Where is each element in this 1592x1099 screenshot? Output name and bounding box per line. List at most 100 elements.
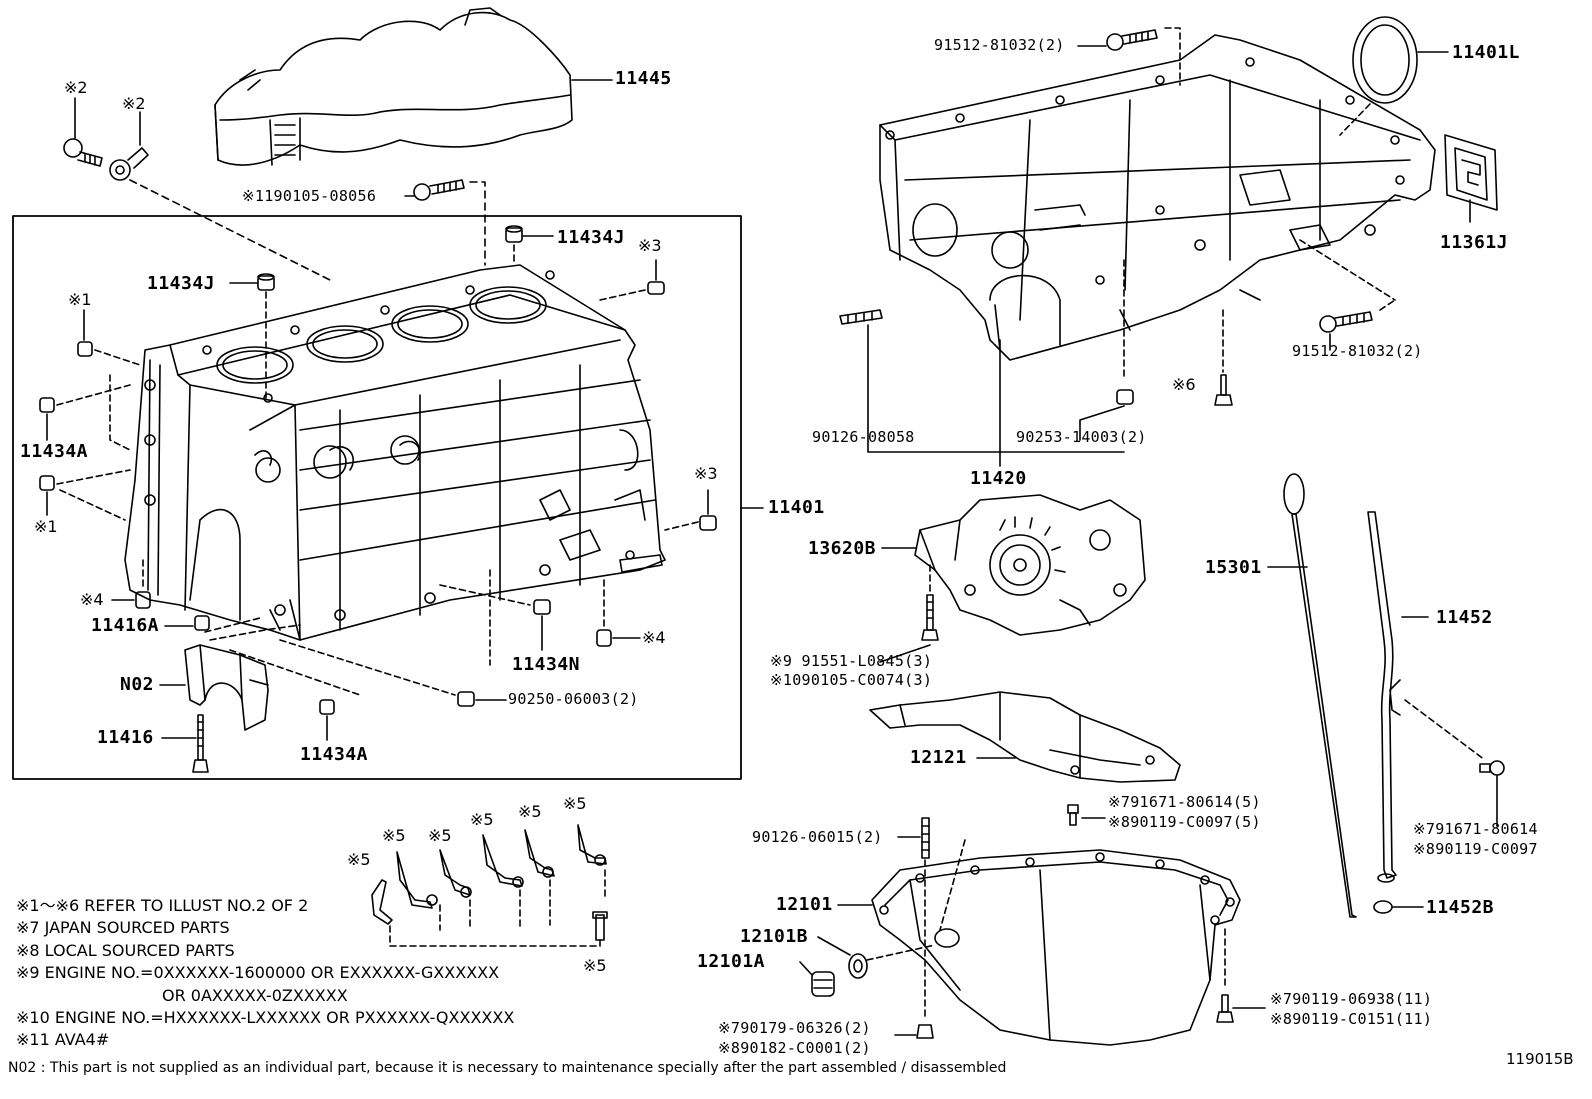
label-11401: 11401 [768,497,825,518]
label-11452B: 11452B [1426,897,1495,918]
pin-mark3-right [699,515,717,531]
bolt-mark7-pan-11 [1216,994,1234,1023]
label-11416: 11416 [97,727,154,748]
crankcase-11420 [879,34,1436,361]
bolt-mark2 [63,138,103,167]
footnote-N02: N02 : This part is not supplied as an in… [8,1060,1007,1076]
label-11361J: 11361J [1440,232,1509,253]
label-mark6: ※6 [1172,375,1196,394]
drain-plug-12101A [811,971,835,997]
clip-mark2 [109,147,149,181]
pin-11434N [533,599,551,615]
label-11401L: 11401L [1452,42,1521,63]
label-bolt-mark8-11: ※890119-C0151(11) [1270,1010,1433,1028]
note-11: ※11 AVA4# [16,1030,110,1049]
label-bolt-mark8-guide: ※890119-C0097 [1413,840,1538,858]
bolt-mark6 [1214,374,1233,406]
label-mark5-2: ※5 [382,826,406,845]
label-90253: 90253-14003(2) [1016,428,1147,446]
label-mark1-top: ※1 [68,290,92,309]
pin-mark3-top [647,281,665,295]
label-mark5-3: ※5 [428,826,452,845]
note-9: ※9 ENGINE NO.=0XXXXXX-1600000 OR EXXXXXX… [16,963,500,982]
pin-mark4-left [135,591,151,609]
label-11420: 11420 [970,468,1027,489]
label-mark5-7: ※5 [583,956,607,975]
label-11434J-left: 11434J [147,273,216,294]
drain-gasket-12101B [848,953,868,979]
oil-pan-12101 [871,849,1241,1046]
leader-mark2 [74,97,141,146]
note-10: ※10 ENGINE NO.=HXXXXXX-LXXXXXX OR PXXXXX… [16,1008,515,1027]
label-mark4-right: ※4 [642,628,666,647]
label-mark3-right: ※3 [694,464,718,483]
bolt-mark7-pan-2 [916,1024,934,1039]
pin-11416A [194,615,210,631]
label-bolt-mark7-2: ※790179-06326(2) [718,1019,871,1037]
pin-11434A-left [39,397,55,413]
label-mark5-6: ※5 [563,794,587,813]
stud-90126-06015 [921,817,930,859]
label-mark4-left: ※4 [80,590,104,609]
clips-mark5 [371,824,608,941]
baffle-plate-12121 [869,691,1181,783]
leader-11420-bracket [867,324,1125,453]
label-mark5-1: ※5 [347,850,371,869]
label-mark1-bottom: ※1 [34,517,58,536]
label-mark5-5: ※5 [518,802,542,821]
label-11445: 11445 [615,68,672,89]
oil-seal-11401L [1352,16,1418,104]
label-11452: 11452 [1436,607,1493,628]
bolt-mark7-pan [1067,804,1079,826]
block-group-frame [12,215,742,780]
dipstick-guide-11452 [1367,511,1401,883]
dipstick-15301 [1283,473,1357,918]
oil-pump-13620B [914,494,1146,636]
bolt-mark9 [921,594,939,641]
note-9-cont: OR 0AXXXXX-0ZXXXXX [162,986,348,1005]
label-90250: 90250-06003(2) [508,690,639,708]
insulator-11445 [214,7,573,166]
stud-90126-08058 [839,309,883,325]
label-11434N: 11434N [512,654,581,675]
label-mark5-4: ※5 [470,810,494,829]
label-mark3-top: ※3 [638,236,662,255]
label-13620B: 13620B [808,538,877,559]
label-90126-08058: 90126-08058 [812,428,915,446]
pin-90250 [457,691,475,707]
pin-90253 [1116,389,1134,405]
label-11434A-left: 11434A [20,441,89,462]
label-12101A: 12101A [697,951,766,972]
label-bolt-mark7-11: ※790119-06938(11) [1270,990,1433,1008]
bolt-91512-top [1106,29,1158,51]
label-bolt-91512-mid: 91512-81032(2) [1292,342,1423,360]
pin-11434J-left [257,273,275,291]
pin-mark1-bottom [39,475,55,491]
pin-11434A-bottom [319,699,335,715]
label-bolt-mark9: ※9 91551-L0845(3) [770,652,933,670]
label-bolt-mark10: ※1090105-C0074(3) [770,671,933,689]
label-11434J-top: 11434J [557,227,626,248]
label-bolt-mark8-2: ※890182-C0001(2) [718,1039,871,1057]
bearing-cap-N02 [184,644,269,731]
pin-11434J-top [505,225,523,243]
illustration-code: 119015B [1506,1050,1574,1068]
label-12101: 12101 [776,894,833,915]
cylinder-block-11401 [124,264,666,641]
label-bolt-91512-top: 91512-81032(2) [934,36,1065,54]
gasket-11361J [1444,134,1498,211]
label-bolt-mark8-5: ※890119-C0097(5) [1108,813,1261,831]
label-bolt-mark11: ※1190105-08056 [242,187,377,205]
label-N02: N02 [120,674,155,695]
label-12121: 12121 [910,747,967,768]
label-12101B: 12101B [740,926,809,947]
note-7: ※7 JAPAN SOURCED PARTS [16,918,230,937]
bolt-mark11 [413,179,465,201]
label-bolt-mark7-5: ※791671-80614(5) [1108,793,1261,811]
bolt-mark7-guide [1479,760,1505,776]
label-mark2-bolt: ※2 [64,78,88,97]
label-bolt-mark7-guide: ※791671-80614 [1413,820,1538,838]
label-11434A-bottom: 11434A [300,744,369,765]
label-15301: 15301 [1205,557,1262,578]
